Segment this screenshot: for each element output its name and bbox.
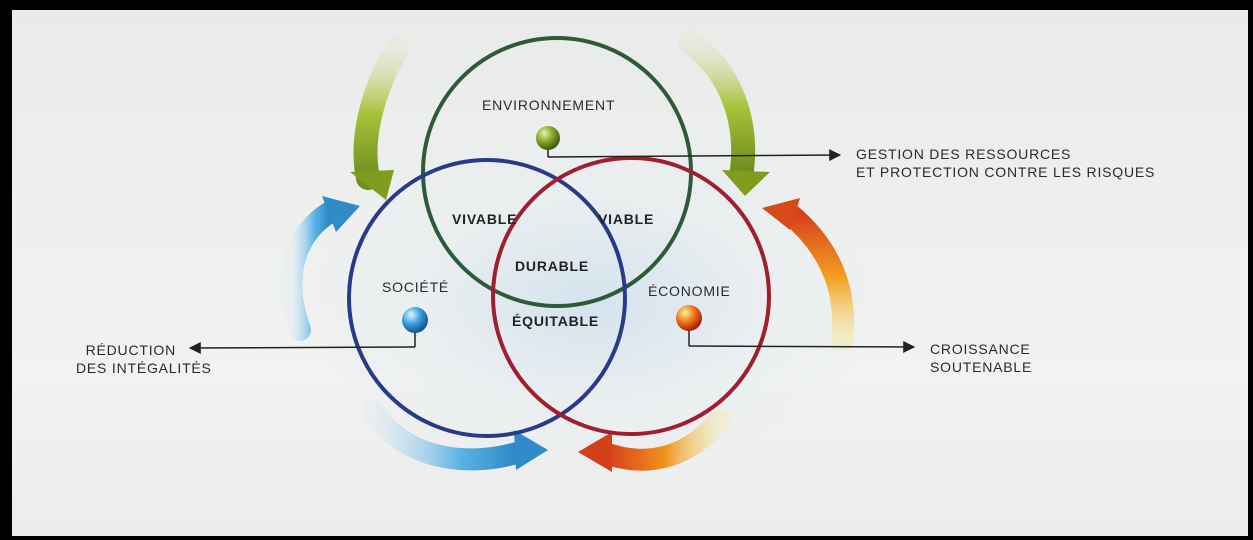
center-glow: [312, 140, 872, 470]
orange-cycle-arrow-bottom: [578, 409, 731, 472]
economy-outcome: Croissance soutenable: [930, 340, 1032, 376]
environment-outcome-line-1: Gestion des ressources: [856, 146, 1072, 162]
environment-outcome-line-2: et protection contre les risques: [856, 164, 1156, 180]
economy-label: Économie: [648, 283, 731, 299]
overlap-equitable-label: Équitable: [512, 313, 600, 329]
economy-outcome-line-2: soutenable: [930, 359, 1033, 375]
environment-sphere-icon: [536, 126, 560, 150]
society-outcome: Réduction des intégalités: [76, 341, 212, 377]
blue-cycle-arrow-left: [280, 196, 360, 341]
economy-outcome-line-1: Croissance: [930, 341, 1031, 357]
society-outcome-line-1: Réduction: [85, 342, 176, 358]
economy-circle: [491, 156, 771, 436]
environment-label: Environnement: [482, 97, 616, 113]
economy-pointer: [688, 330, 916, 353]
orange-cycle-arrow-right: [762, 198, 854, 351]
green-cycle-arrow-right: [678, 30, 770, 196]
society-circle: [347, 158, 627, 438]
overlap-durable-label: Durable: [515, 258, 590, 274]
society-label: Société: [382, 279, 450, 295]
economy-sphere-icon: [676, 305, 702, 331]
environment-outcome: Gestion des ressources et protection con…: [856, 145, 1155, 181]
green-cycle-arrow-left: [350, 36, 410, 200]
overlap-vivable-label: Vivable: [452, 211, 518, 227]
environment-pointer: [547, 140, 842, 162]
society-outcome-line-2: des intégalités: [76, 360, 212, 376]
society-sphere-icon: [402, 307, 428, 333]
overlap-viable-label: Viable: [598, 211, 655, 227]
blue-cycle-arrow-bottom: [361, 399, 548, 471]
